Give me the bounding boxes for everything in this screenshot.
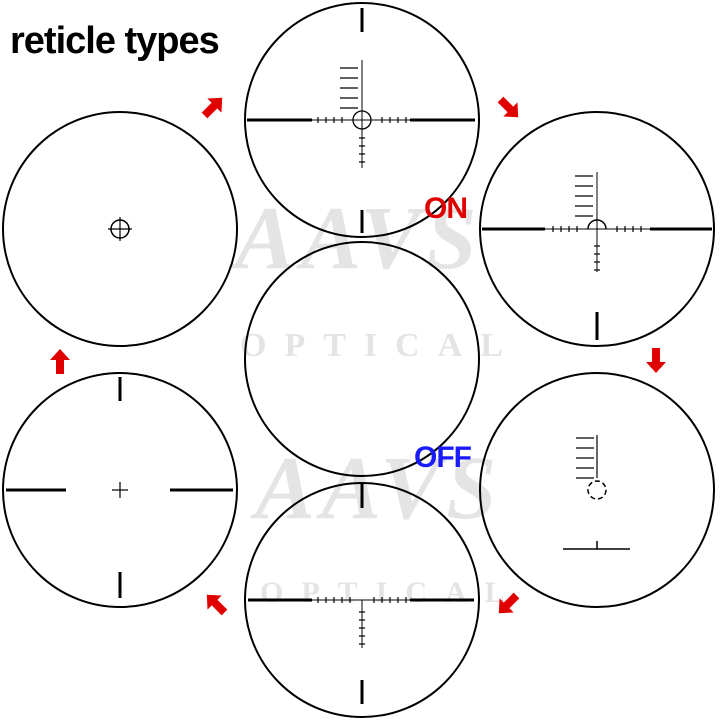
arrow-left-to-top bbox=[201, 97, 223, 119]
off-label: OFF bbox=[414, 441, 472, 474]
reticle-bottom bbox=[244, 482, 480, 718]
watermark: AAVS OPTICAL AAVS OPTICAL bbox=[230, 189, 523, 609]
watermark-sub-bottom: OPTICAL bbox=[260, 576, 523, 609]
page-title: reticle types bbox=[10, 20, 220, 62]
arrow-left-up bbox=[50, 349, 70, 374]
arrow-top-to-right bbox=[497, 96, 519, 118]
on-label: ON bbox=[424, 192, 468, 225]
arrow-right-down bbox=[646, 348, 666, 373]
watermark-logo-top: AAVS bbox=[230, 189, 482, 288]
arrow-right-to-bottom bbox=[498, 592, 520, 614]
reticle-right-top bbox=[479, 111, 715, 347]
arrow-bottom-to-left bbox=[206, 594, 228, 616]
watermark-logo-bottom: AAVS bbox=[250, 439, 502, 538]
reticle-left-bottom bbox=[2, 372, 238, 608]
reticle-top bbox=[244, 2, 480, 238]
reticle-center bbox=[244, 241, 480, 477]
watermark-sub-top: OPTICAL bbox=[240, 327, 521, 364]
reticle-left-top bbox=[2, 111, 238, 347]
reticle-right-bottom bbox=[479, 372, 715, 608]
